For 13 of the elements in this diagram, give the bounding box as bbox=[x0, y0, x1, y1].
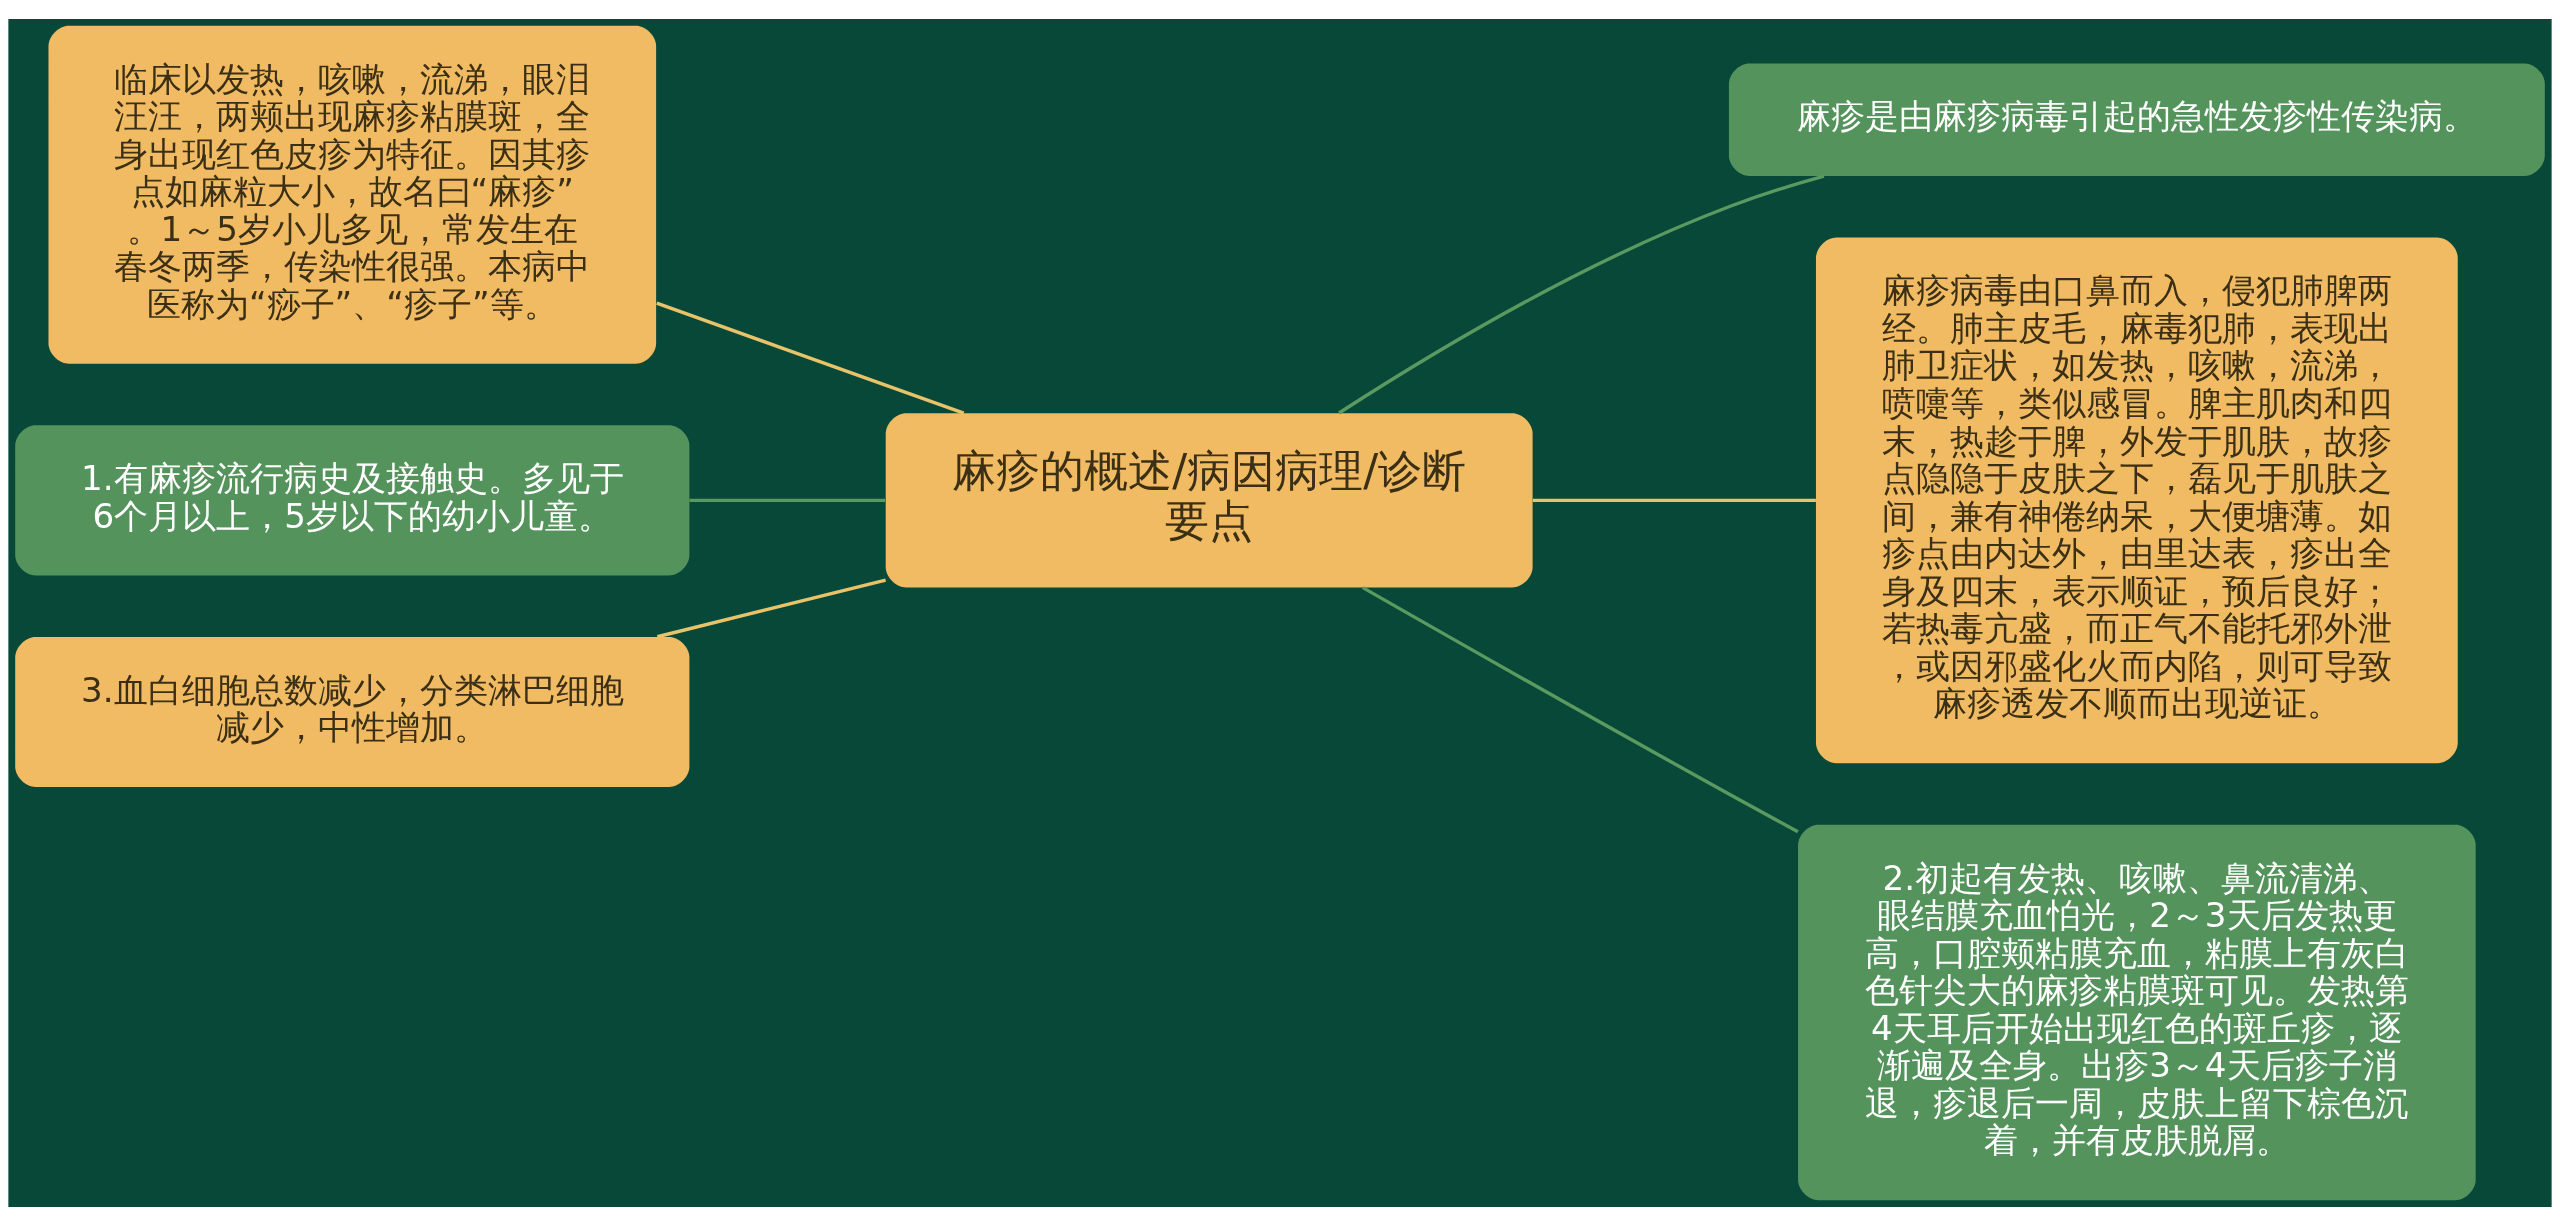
connector bbox=[656, 301, 965, 415]
connector bbox=[656, 578, 887, 638]
connector bbox=[1532, 498, 1816, 502]
node-box: 3.血白细胞总数减少，分类淋巴细胞减少，中性增加。 bbox=[15, 636, 690, 787]
node-box: 麻疹病毒由口鼻而入，侵犯肺脾两经。肺主皮毛，麻毒犯肺，表现出肺卫症状，如发热，咳嗽，流涕，喷嚏等，类似感冒。脾主肌肉和四末，热趁于脾，外发于肌肤，故疹点隐隐于皮肤之下，磊见于肌肤之间，兼有神倦纳呆，大便塘薄。如疹点由内达外，由里达表，疹出全身及四末，表示顺证，预后良好；若热毒亢盛，而正气不能托邪外泄，或因邪盛化火而内陷，则可导致麻疹透发不顺而出现逆证。 bbox=[1815, 237, 2458, 763]
node-box: 2.初起有发热、咳嗽、鼻流清涕、眼结膜充血怕光，2～3天后发热更高，口腔颊粘膜充血，粘膜上有灰白色针尖大的麻疹粘膜斑可见。发热第4天耳后开始出现红色的斑丘疹，逐渐遍及全身。出疹3～4天后疹子消退，疹退后一周，皮肤上留下棕色沉着，并有皮肤脱屑。 bbox=[1798, 824, 2476, 1200]
node-box: 麻疹是由麻疹病毒引起的急性发疹性传染病。 bbox=[1728, 62, 2545, 176]
node-box: 麻疹的概述/病因病理/诊断要点 bbox=[885, 412, 1533, 587]
node-box: 临床以发热，咳嗽，流涕，眼泪汪汪，两颊出现麻疹粘膜斑，全身出现红色皮疹为特征。因其疹点如麻粒大小，故名曰“麻疹”。1～5岁小儿多见，常发生在春冬两季，传染性很强。本病中医称为“痧子”、“疹子”等。 bbox=[48, 25, 657, 364]
connector bbox=[1361, 585, 1799, 833]
connector bbox=[1338, 173, 1825, 414]
connector bbox=[689, 498, 886, 502]
node-box: 1.有麻疹流行病史及接触史。多见于6个月以上，5岁以下的幼小儿童。 bbox=[15, 424, 690, 575]
